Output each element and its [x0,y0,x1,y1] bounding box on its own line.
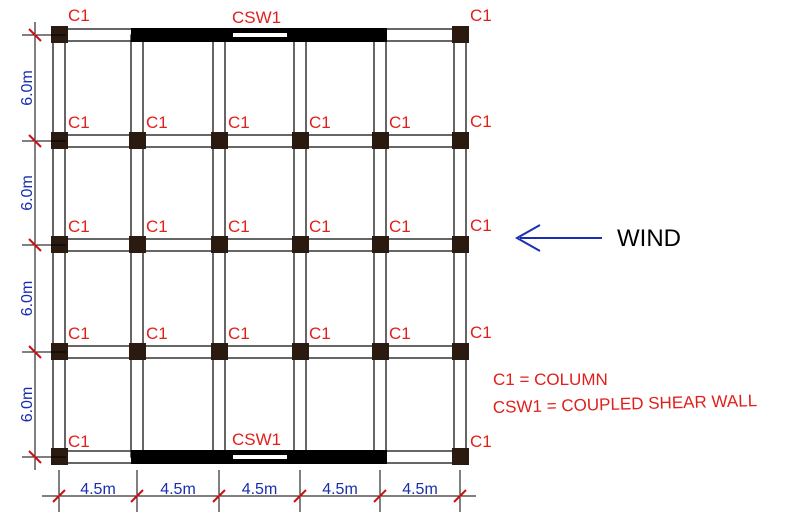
dimension-tick [52,489,66,503]
dimension-tick [212,489,226,503]
column [211,343,228,360]
column [452,236,469,253]
column-label: C1 [389,324,411,343]
column-label: C1 [309,113,331,132]
column-label: C1 [68,324,90,343]
dimension-tick [28,28,42,42]
wind-indicator: WIND [514,224,681,252]
column-label: C1 [389,113,411,132]
column-label: C1 [470,112,492,131]
bay-height-label: 6.0m [19,281,36,317]
column-label: C1 [228,113,250,132]
column [129,343,146,360]
dimension-lines: 6.0m 6.0m 6.0m 6.0m 4.5m 4.5m 4.5m 4.5m 4.5m [19,22,476,512]
column [129,236,146,253]
legend-column: C1 = COLUMN [493,370,608,389]
dimension-tick [28,450,42,464]
wind-label: WIND [617,225,681,252]
column-label: C1 [228,324,250,343]
coupling-beam-opening [233,455,287,459]
bay-width-label: 4.5m [160,481,196,498]
column [452,26,469,43]
column-label: C1 [470,6,492,25]
coupling-beam-opening [233,33,287,37]
bay-width-label: 4.5m [322,481,358,498]
column-label: C1 [68,113,90,132]
horizontal-beam [58,134,461,148]
dimension-tick [453,489,467,503]
wind-arrow-head [514,224,541,252]
legend-shear-wall: CSW1 = COUPLED SHEAR WALL [493,391,758,417]
legend: C1 = COLUMN CSW1 = COUPLED SHEAR WALL [493,370,758,417]
column [211,236,228,253]
column-label: C1 [470,216,492,235]
dimension-tick [28,134,42,148]
bay-width-label: 4.5m [402,481,438,498]
bay-height-label: 6.0m [19,387,36,423]
column [452,343,469,360]
column-label: C1 [470,432,492,451]
column-label: C1 [146,217,168,236]
horizontal-beam [58,345,461,359]
horizontal-beam [58,238,461,252]
column-label: C1 [309,324,331,343]
dimension-tick [293,489,307,503]
column [129,132,146,149]
dimension-tick [28,345,42,359]
column-label: C1 [68,6,90,25]
bay-width-label: 4.5m [80,481,116,498]
shear-wall-label: CSW1 [232,8,281,27]
dimension-tick [373,489,387,503]
column-label: C1 [146,324,168,343]
column-label: C1 [68,432,90,451]
column [452,132,469,149]
column-label: C1 [389,217,411,236]
bay-height-label: 6.0m [19,70,36,106]
shear-wall-label: CSW1 [232,430,281,449]
dimension-tick [28,238,42,252]
column [372,343,389,360]
column [211,132,228,149]
column [292,343,309,360]
column-label: C1 [146,113,168,132]
beam-grid [52,28,467,464]
column-label: C1 [309,217,331,236]
column [372,236,389,253]
column-label: C1 [228,217,250,236]
column [292,132,309,149]
column [292,236,309,253]
column [452,448,469,465]
bay-width-label: 4.5m [242,481,278,498]
bay-height-label: 6.0m [19,175,36,211]
column-label: C1 [68,217,90,236]
column-label: C1 [470,323,492,342]
dimension-tick [130,489,144,503]
column [372,132,389,149]
